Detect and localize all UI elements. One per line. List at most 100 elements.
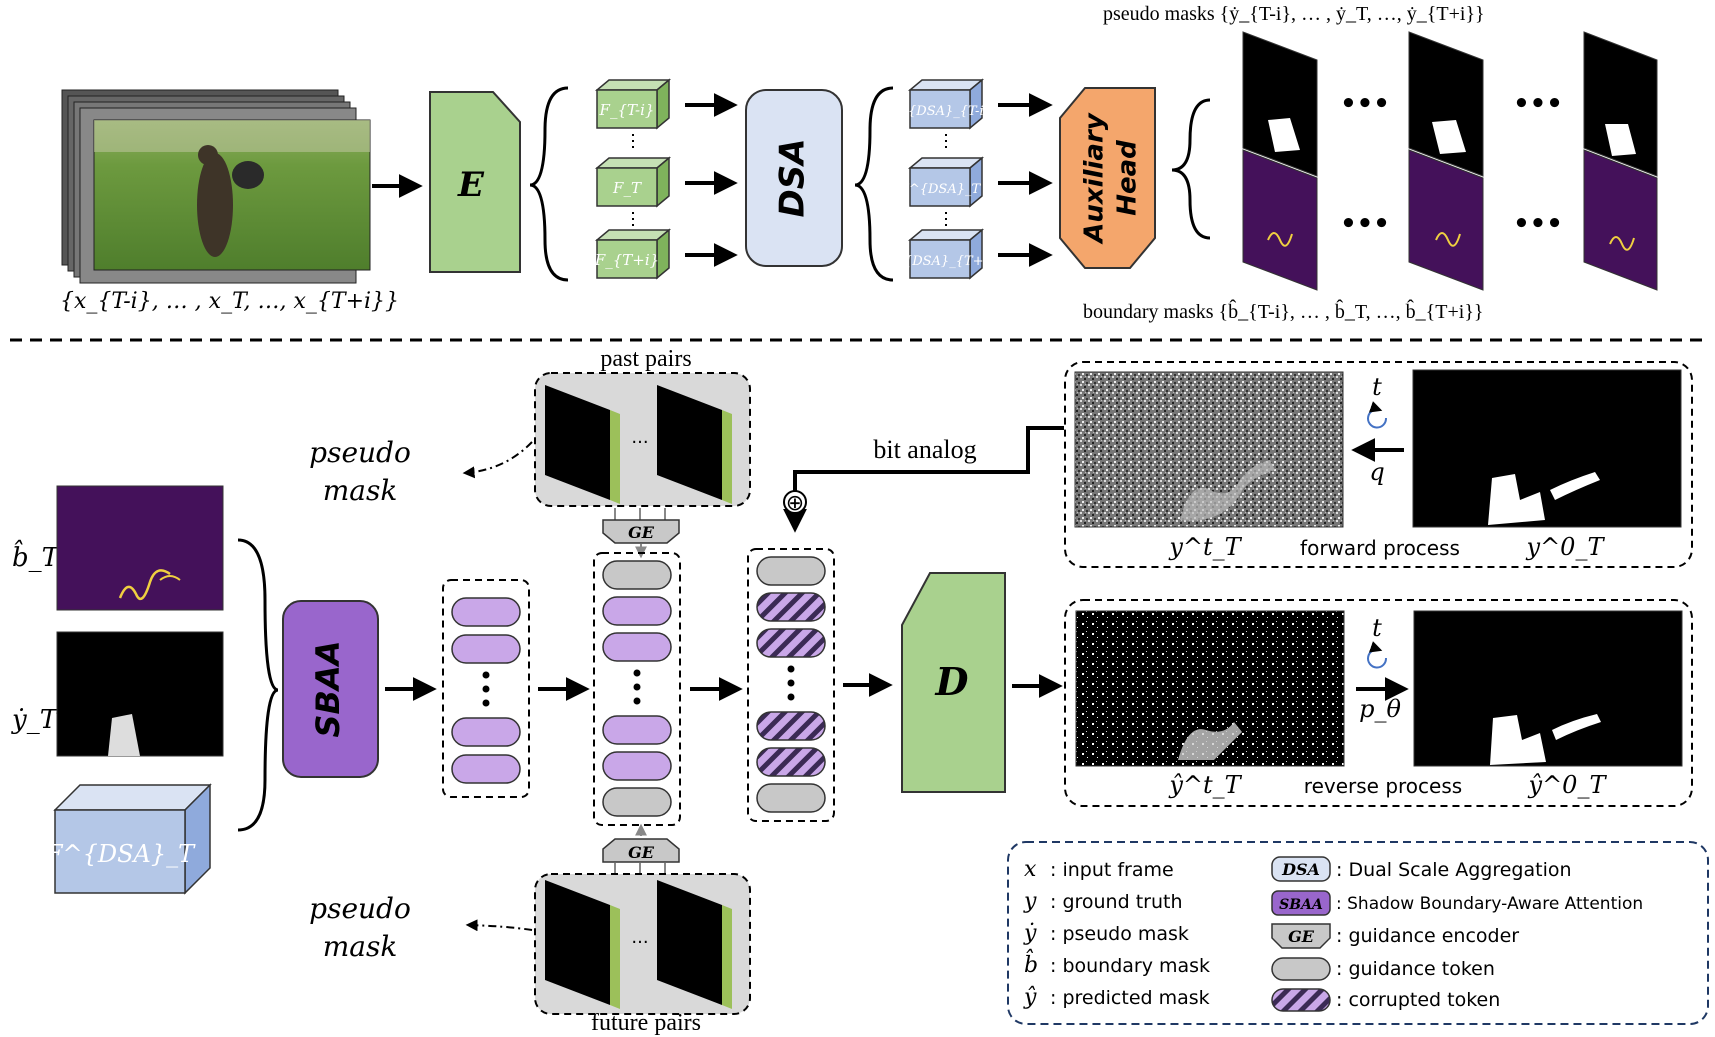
future-pairs-box: ··· xyxy=(534,873,751,1015)
pseudo-mask-thumbs xyxy=(1242,31,1658,177)
legend-sbaa-swatch xyxy=(1271,890,1331,916)
forward-process-box: t q y^t_T forward process y^0_T xyxy=(1064,361,1693,568)
past-pairs-label: past pairs xyxy=(600,346,691,372)
token-column-2 xyxy=(593,552,681,826)
legend-right-sym-0: DSA xyxy=(1281,860,1320,879)
oplus-symbol: ⊕ xyxy=(786,491,804,516)
feature-cube-top: F_{T-i} xyxy=(594,78,672,130)
legend-guidance-token-swatch xyxy=(1271,957,1331,981)
reverse-process-box: t p_θ ŷ^t_T reverse process ŷ^0_T xyxy=(1064,599,1693,807)
legend-corrupted-token-swatch xyxy=(1271,988,1331,1012)
legend-left-sym-2: ẏ xyxy=(1023,921,1037,946)
legend-left-text-1: : ground truth xyxy=(1050,891,1183,913)
brace-head xyxy=(1171,98,1211,240)
oplus-circle xyxy=(783,490,807,514)
cycle-icon-bot xyxy=(1367,641,1388,669)
dsa-label: DSA xyxy=(773,138,813,217)
pseudo-mask-top-1: pseudo xyxy=(309,436,411,469)
feature-cube-bot: F_{T+i} xyxy=(594,228,672,280)
ge-top-block: GE xyxy=(602,519,680,544)
legend-right-text-4: : corrupted token xyxy=(1336,989,1500,1011)
past-pair-dots: ··· xyxy=(631,432,648,453)
encoder-label: E xyxy=(457,165,485,205)
y-dot-label: ẏ_T xyxy=(11,705,59,735)
input-label: {x_{T-i}, … , x_T, …, x_{T+i}} xyxy=(60,289,399,314)
q-label: q xyxy=(1369,458,1384,486)
dsa-bot-label: F^{DSA}_{T+i} xyxy=(883,254,996,269)
pseudo-mask-input xyxy=(56,631,224,757)
legend-ge-swatch xyxy=(1271,923,1331,949)
forward-label: forward process xyxy=(1300,536,1460,560)
dsa-mid-label: F^{DSA}_T xyxy=(899,182,982,197)
clean-mask-forward xyxy=(1412,369,1682,528)
boundary-mask-input xyxy=(56,485,224,611)
input-frames xyxy=(61,89,371,284)
sbaa-label: SBAA xyxy=(309,641,347,738)
predicted-mask-reverse xyxy=(1413,610,1683,767)
p-theta-label: p_θ xyxy=(1359,695,1401,723)
feature-bot-label: F_{T+i} xyxy=(594,251,659,269)
legend-right-text-1: : Shadow Boundary-Aware Attention xyxy=(1336,894,1643,914)
head-line2: Head xyxy=(1113,140,1143,216)
auxiliary-head-block: Auxiliary Head xyxy=(1059,87,1156,269)
ge-top-label: GE xyxy=(628,523,655,542)
t-top-label: t xyxy=(1372,373,1382,401)
dsa-cube-bot: F^{DSA}_{T+i} xyxy=(883,228,996,280)
dsa-top-label: F^{DSA}_{T-i} xyxy=(887,104,992,119)
legend-right-text-0: : Dual Scale Aggregation xyxy=(1336,859,1572,881)
brace-inputs xyxy=(237,538,279,832)
boundary-mask-thumbs xyxy=(1242,149,1658,291)
boundary-masks-label: boundary masks {b̂_{T-i}, … , b̂_T, …, b… xyxy=(1083,298,1484,323)
feature-cube-mid: F_T xyxy=(594,156,672,208)
legend-left-sym-0: x xyxy=(1024,857,1037,882)
legend-left-text-3: : boundary mask xyxy=(1050,955,1210,977)
feature-mid-label: F_T xyxy=(612,179,642,197)
pseudo-mask-arrow-bot xyxy=(465,919,533,932)
legend-right-text-3: : guidance token xyxy=(1336,958,1495,980)
legend-left-text-0: : input frame xyxy=(1050,859,1174,881)
legend-left-sym-4: ŷ xyxy=(1023,985,1037,1010)
dsa-block: DSA xyxy=(745,89,843,267)
legend-left-sym-1: y xyxy=(1023,889,1037,914)
dsa-cube-top: F^{DSA}_{T-i} xyxy=(887,78,992,130)
dsa-feature-input: F^{DSA}_T xyxy=(45,783,212,895)
dots-2: ••• xyxy=(1513,89,1563,119)
head-line1: Auxiliary xyxy=(1080,112,1110,245)
dots-4: ••• xyxy=(1513,209,1563,239)
pseudo-mask-bot-1: pseudo xyxy=(309,892,411,925)
encoder-block: E xyxy=(429,91,521,273)
pseudo-mask-arrow-top xyxy=(462,441,533,479)
decoder-block: D xyxy=(901,572,1006,793)
future-pair-dots: ··· xyxy=(631,932,648,953)
legend-right-sym-1: SBAA xyxy=(1279,897,1323,913)
reverse-label: reverse process xyxy=(1304,774,1462,798)
future-pairs-label: future pairs xyxy=(591,1010,701,1036)
ge-bot-label: GE xyxy=(628,843,655,862)
t-bot-label: t xyxy=(1372,614,1382,642)
dots-1: ••• xyxy=(1340,89,1390,119)
legend-box: x : input frame y : ground truth ẏ : pse… xyxy=(1007,841,1709,1025)
legend-right-text-2: : guidance encoder xyxy=(1336,925,1519,947)
sbaa-block: SBAA xyxy=(282,600,379,778)
legend-dsa-swatch xyxy=(1271,856,1331,882)
pseudo-masks-label: pseudo masks {ẏ_{T-i}, … , ẏ_T, …, ẏ_{T+… xyxy=(1103,3,1485,25)
brace-encoder xyxy=(529,86,569,282)
legend-left-text-2: : pseudo mask xyxy=(1050,923,1189,945)
b-hat-label: b̂_T xyxy=(12,539,61,573)
dots-3: ••• xyxy=(1340,209,1390,239)
yt-label: y^t_T xyxy=(1168,533,1242,561)
brace-dsa xyxy=(854,86,894,282)
token-column-1 xyxy=(442,579,530,798)
kangaroo-figure xyxy=(197,153,233,257)
legend-left-text-4: : predicted mask xyxy=(1050,987,1210,1009)
f-dsa-label: F^{DSA}_T xyxy=(45,840,196,868)
feature-top-label: F_{T-i} xyxy=(599,101,655,119)
dsa-cube-mid: F^{DSA}_T xyxy=(899,156,985,208)
legend-left-sym-3: b̂ xyxy=(1024,949,1038,978)
yhat-0-label: ŷ^0_T xyxy=(1528,771,1608,799)
legend-right-sym-2: GE xyxy=(1288,927,1315,946)
bit-analog-label: bit analog xyxy=(873,435,976,464)
ge-bot-block: GE xyxy=(602,838,680,863)
y0-label: y^0_T xyxy=(1526,533,1606,561)
